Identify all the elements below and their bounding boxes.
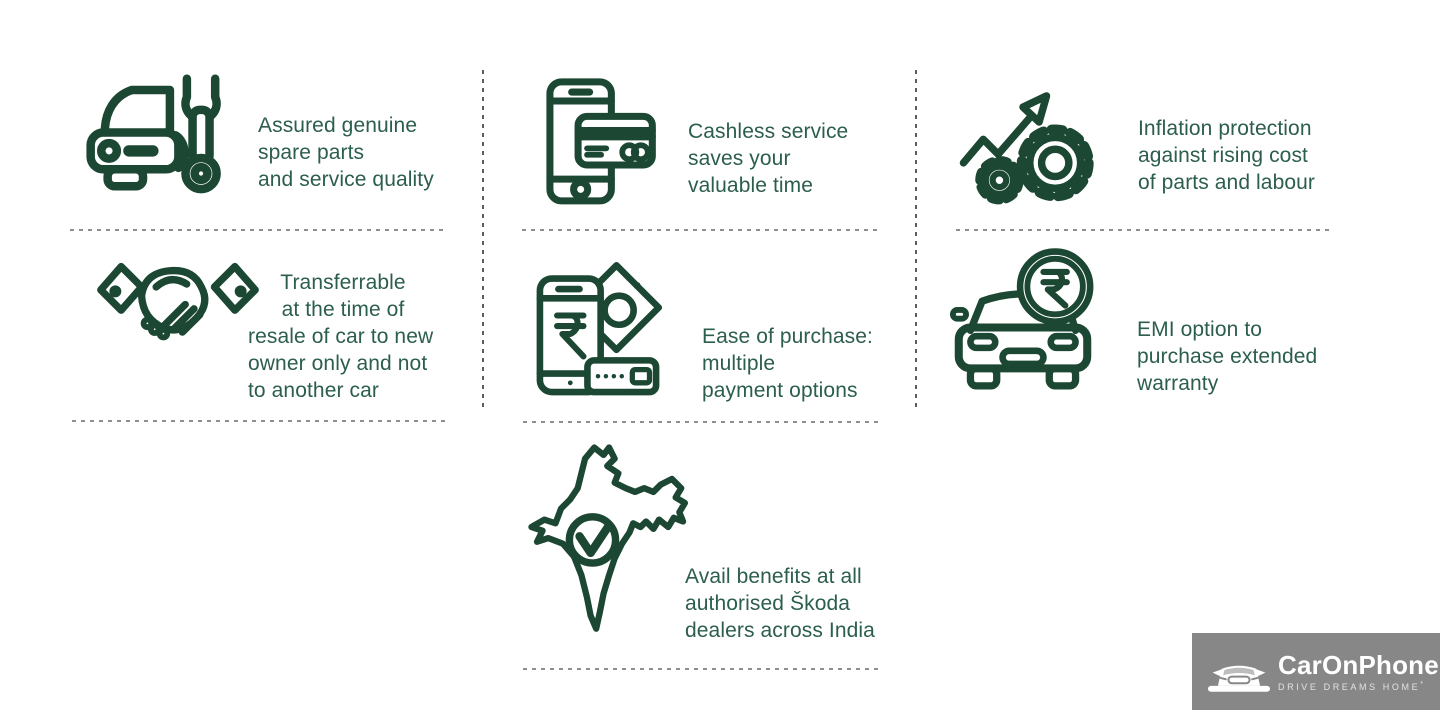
- car-rupee-icon: [950, 248, 1096, 404]
- row1-col1-divider: [70, 229, 448, 231]
- india-map-icon: [524, 442, 709, 649]
- phone-card-icon: [530, 78, 662, 206]
- brand-name: CarOnPhone: [1278, 649, 1439, 680]
- trademark-mark: *: [1420, 680, 1426, 688]
- brand-tagline: DRIVE DREAMS HOME*: [1278, 680, 1426, 692]
- column-divider-right: [915, 70, 917, 410]
- phone-money-icon: [532, 262, 664, 402]
- caronphone-car-logo-icon: [1207, 665, 1271, 692]
- handshake-icon: [95, 252, 261, 354]
- row1-col2-divider: [522, 229, 879, 231]
- caronphone-brand-bar: CarOnPhone DRIVE DREAMS HOME*: [1192, 633, 1440, 710]
- column-divider-left: [482, 70, 484, 410]
- row2-col1-divider: [72, 420, 445, 422]
- row1-col3-divider: [956, 229, 1333, 231]
- car-wrench-icon: [85, 70, 235, 212]
- row2-col2-divider: [523, 421, 879, 423]
- gears-growth-icon: [958, 86, 1114, 210]
- row3-col2-divider: [523, 668, 879, 670]
